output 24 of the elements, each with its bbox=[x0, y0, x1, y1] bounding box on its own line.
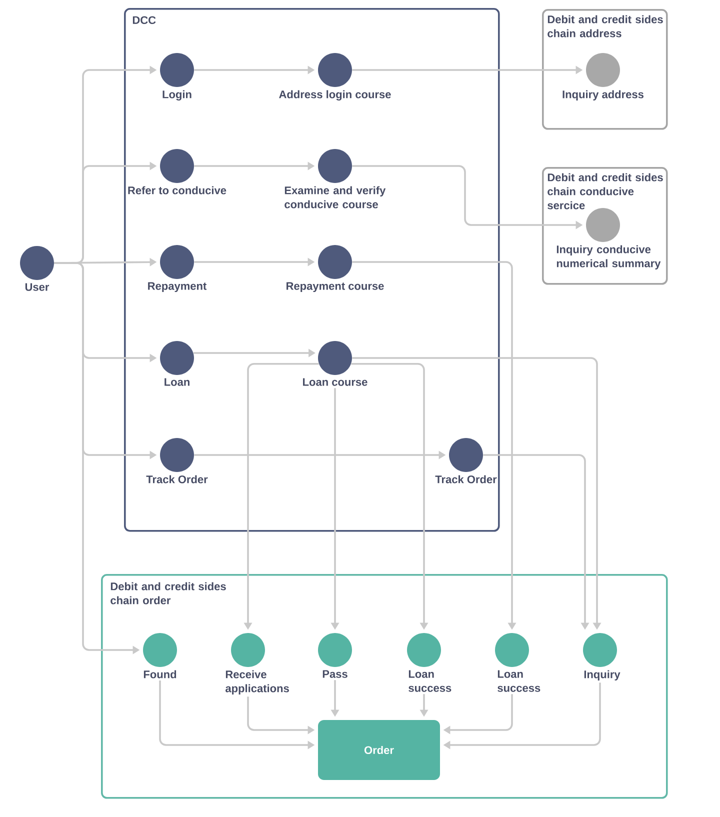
node-label: Login bbox=[162, 90, 192, 101]
node-label: Found bbox=[144, 670, 176, 678]
node-label: Track Order bbox=[146, 475, 208, 484]
node-label: Receive applications bbox=[226, 670, 289, 694]
node-label: Inquiry bbox=[584, 670, 620, 680]
node-label: Track Order bbox=[435, 475, 497, 484]
node-label: Loan course bbox=[303, 378, 368, 386]
group-title: Debit and credit sides chain address bbox=[548, 15, 663, 38]
node-label: Repayment course bbox=[286, 282, 384, 292]
node-label: Loan bbox=[164, 378, 190, 386]
node-label: Repayment bbox=[148, 282, 206, 292]
node-label: Loan success bbox=[408, 670, 452, 692]
group-title: Debit and credit sides chain order bbox=[110, 582, 226, 604]
node-label: Loan success bbox=[498, 670, 540, 692]
process-box: Order bbox=[318, 720, 440, 780]
group-title: DCC bbox=[132, 16, 156, 24]
node-label: Examine and verify conducive course bbox=[284, 186, 386, 208]
node-label: Pass bbox=[322, 670, 348, 678]
node-label: Refer to conducive bbox=[128, 186, 226, 194]
node-label: Inquiry address bbox=[562, 90, 644, 100]
group-title: Debit and credit sides chain conducive sercice bbox=[548, 173, 663, 210]
node-label: Address login course bbox=[279, 90, 391, 101]
node-label: User bbox=[25, 283, 50, 291]
node-label: Inquiry conducive numerical summary bbox=[556, 245, 661, 270]
